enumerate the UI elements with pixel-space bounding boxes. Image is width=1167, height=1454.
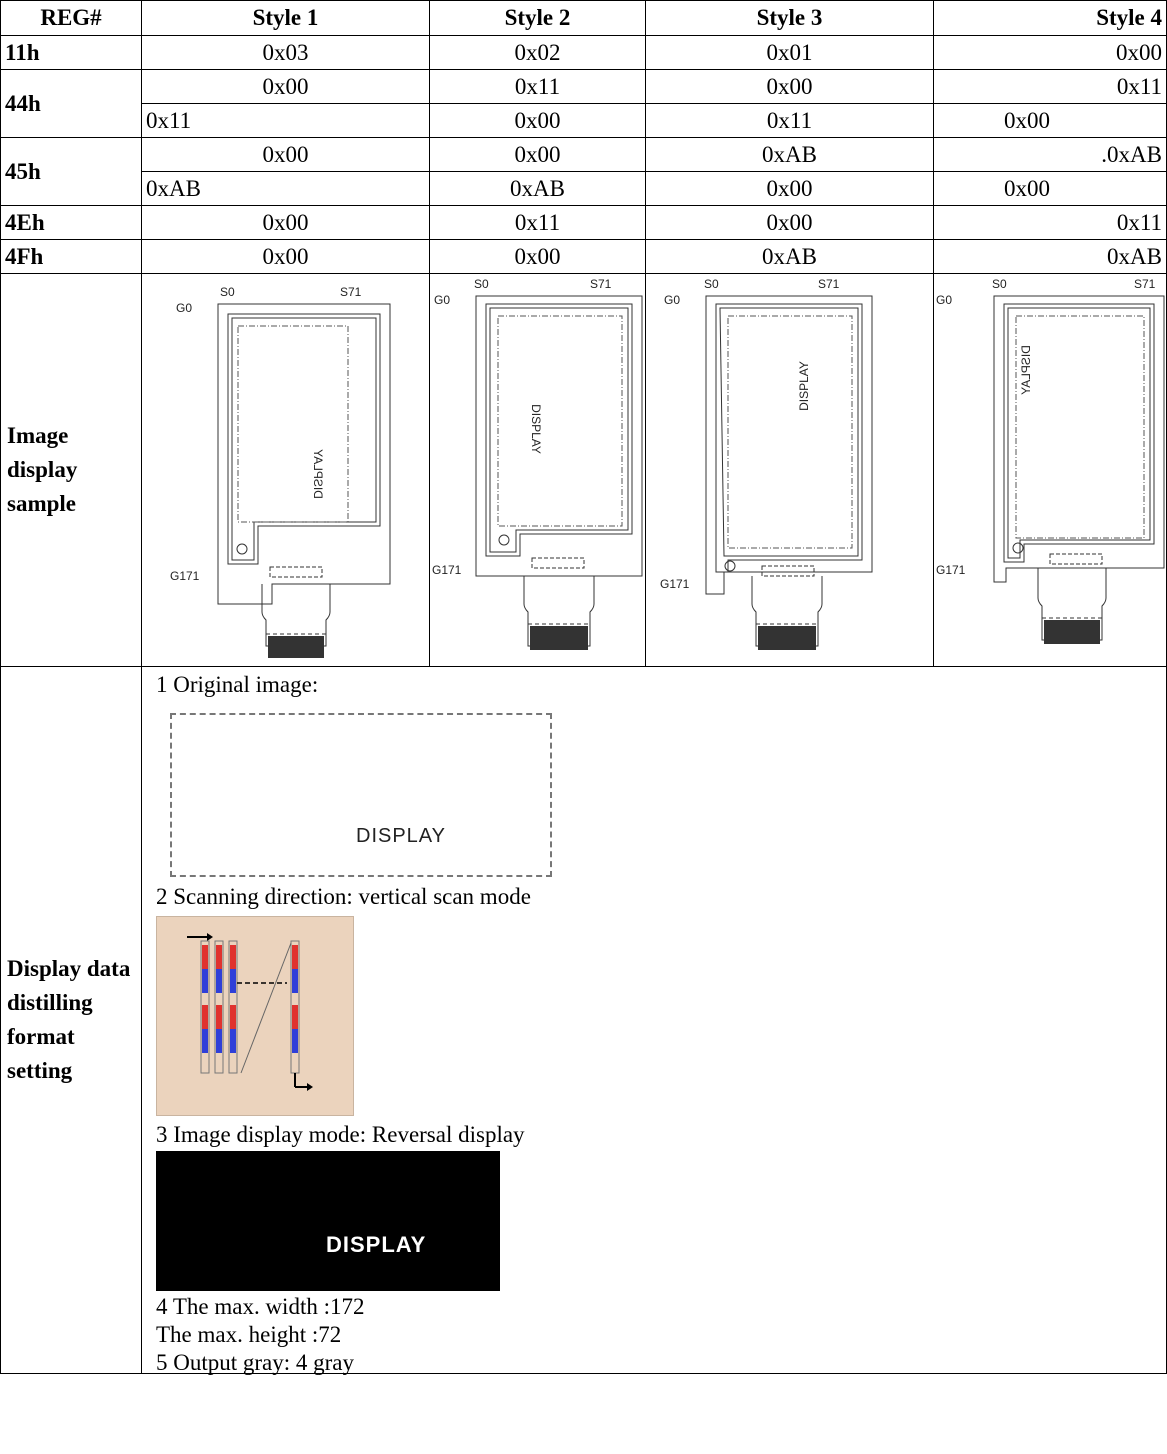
value-44h-style2-top: 0x11 (430, 70, 645, 104)
label-s0: S0 (992, 277, 1007, 291)
value-45h-style2-top: 0x00 (430, 138, 645, 172)
step-original-image: 1 Original image: (156, 672, 319, 697)
cell-44h-style1: 0x00 0x11 (141, 69, 430, 138)
cell-4Fh-style1: 0x00 (141, 239, 430, 274)
value-45h-style3-bottom: 0x00 (766, 176, 813, 201)
value-45h-style1-bottom: 0xAB (146, 176, 201, 201)
cell-4Eh-style4: 0x11 (933, 205, 1167, 240)
sample-style2: S0 S71 G0 G171 DISPLAY (429, 273, 646, 667)
cell-45h-style2: 0x00 0xAB (429, 137, 646, 206)
cell-44h-style4: 0x11 0x00 (933, 69, 1167, 138)
row-11h: 11h 0x03 0x02 0x01 0x00 (0, 35, 1167, 70)
image-display-label: Image display sample (0, 273, 142, 667)
label-g171: G171 (660, 577, 690, 591)
image-display-row: Image display sample S0 S71 G0 G171 (0, 273, 1167, 667)
label-g0: G0 (434, 293, 450, 307)
row-45h: 45h 0x00 0xAB 0x00 0xAB 0xAB 0x00 .0xAB … (0, 137, 1167, 206)
reversal-display-preview: DISPLAY (156, 1151, 500, 1291)
cell-11h-style1: 0x03 (141, 35, 430, 70)
original-display-text: DISPLAY (356, 825, 446, 847)
panel-diagram-style1: S0 S71 G0 G171 DISPLAY (170, 285, 391, 658)
value-44h-style1-bottom: 0x11 (146, 108, 192, 133)
display-label-style3: DISPLAY (797, 361, 811, 411)
value-45h-style1-top: 0x00 (142, 138, 429, 172)
cell-45h-style3: 0xAB 0x00 (645, 137, 934, 206)
reg-44h: 44h (0, 69, 142, 138)
sample-style4: S0 S71 G0 G171 DISPLAY (933, 273, 1167, 667)
register-table: REG# Style 1 Style 2 Style 3 Style 4 11h… (0, 0, 1167, 1375)
value-44h-style3-top: 0x00 (646, 70, 933, 104)
header-row: REG# Style 1 Style 2 Style 3 Style 4 (0, 0, 1167, 36)
sample-style1: S0 S71 G0 G171 DISPLAY (141, 273, 430, 667)
reg-4Eh: 4Eh (0, 205, 142, 240)
cell-11h-style2: 0x02 (429, 35, 646, 70)
header-style-2: Style 2 (429, 0, 646, 36)
cell-11h-style4: 0x00 (933, 35, 1167, 70)
label-g171: G171 (432, 563, 462, 577)
label-s0: S0 (220, 285, 235, 299)
cell-44h-style3: 0x00 0x11 (645, 69, 934, 138)
step-output-gray: 5 Output gray: 4 gray (156, 1350, 355, 1375)
display-label-style1: DISPLAY (311, 449, 325, 499)
cell-11h-style3: 0x01 (645, 35, 934, 70)
format-setting-row: Display data distilling format setting 1… (0, 666, 1167, 1375)
value-45h-style3-top: 0xAB (646, 138, 933, 172)
row-44h: 44h 0x00 0x11 0x11 0x00 0x00 0x11 0x11 0… (0, 69, 1167, 138)
cell-4Fh-style3: 0xAB (645, 239, 934, 274)
display-label-style4: DISPLAY (1019, 345, 1033, 395)
sample-style3: S0 S71 G0 G171 DISPLAY (645, 273, 934, 667)
reg-11h: 11h (0, 35, 142, 70)
label-g171: G171 (170, 569, 200, 583)
value-44h-style2-bottom: 0x00 (514, 108, 561, 133)
format-setting-label: Display data distilling format setting (0, 666, 142, 1374)
step-image-display-mode: 3 Image display mode: Reversal display (156, 1122, 525, 1147)
row-4Fh: 4Fh 0x00 0x00 0xAB 0xAB (0, 239, 1167, 274)
panel-diagram-style4: S0 S71 G0 G171 DISPLAY (936, 277, 1165, 644)
step-max-width: 4 The max. width :172 (156, 1294, 365, 1319)
label-s71: S71 (340, 285, 362, 299)
cell-4Eh-style3: 0x00 (645, 205, 934, 240)
header-style-4: Style 4 (933, 0, 1167, 36)
value-44h-style3-bottom: 0x11 (766, 108, 813, 133)
label-g0: G0 (176, 301, 192, 315)
label-s71: S71 (590, 277, 612, 291)
panel-diagram-style3: S0 S71 G0 G171 DISPLAY (660, 277, 873, 650)
display-label-style2: DISPLAY (529, 404, 543, 454)
cell-4Fh-style4: 0xAB (933, 239, 1167, 274)
label-s0: S0 (474, 277, 489, 291)
label-g171: G171 (936, 563, 966, 577)
row-4Eh: 4Eh 0x00 0x11 0x00 0x11 (0, 205, 1167, 240)
cell-4Eh-style2: 0x11 (429, 205, 646, 240)
label-g0: G0 (664, 293, 680, 307)
step-max-height: The max. height :72 (156, 1322, 342, 1347)
panel-diagram-style2: S0 S71 G0 G171 DISPLAY (432, 277, 643, 650)
cell-4Fh-style2: 0x00 (429, 239, 646, 274)
reg-4Fh: 4Fh (0, 239, 142, 274)
cell-45h-style4: .0xAB 0x00 (933, 137, 1167, 206)
reg-45h: 45h (0, 137, 142, 206)
value-45h-style4-top: .0xAB (934, 138, 1166, 172)
value-45h-style4-bottom: 0x00 (1004, 176, 1050, 201)
reversal-display-text: DISPLAY (326, 1232, 427, 1257)
label-s0: S0 (704, 277, 719, 291)
original-image-preview: DISPLAY (170, 713, 552, 877)
scan-arrows-graphic (187, 933, 313, 1091)
header-reg: REG# (0, 0, 142, 36)
value-44h-style4-top: 0x11 (934, 70, 1166, 104)
step-scanning-direction: 2 Scanning direction: vertical scan mode (156, 884, 531, 909)
cell-44h-style2: 0x11 0x00 (429, 69, 646, 138)
label-s71: S71 (818, 277, 840, 291)
cell-4Eh-style1: 0x00 (141, 205, 430, 240)
label-s71: S71 (1134, 277, 1156, 291)
value-45h-style2-bottom: 0xAB (510, 176, 565, 201)
value-44h-style4-bottom: 0x00 (1004, 108, 1050, 133)
scan-direction-diagram (156, 916, 354, 1116)
cell-45h-style1: 0x00 0xAB (141, 137, 430, 206)
label-g0: G0 (936, 293, 952, 307)
value-44h-style1-top: 0x00 (142, 70, 429, 104)
format-setting-body: 1 Original image: DISPLAY 2 Scanning dir… (141, 666, 1167, 1375)
header-style-3: Style 3 (645, 0, 934, 36)
header-style-1: Style 1 (141, 0, 430, 36)
